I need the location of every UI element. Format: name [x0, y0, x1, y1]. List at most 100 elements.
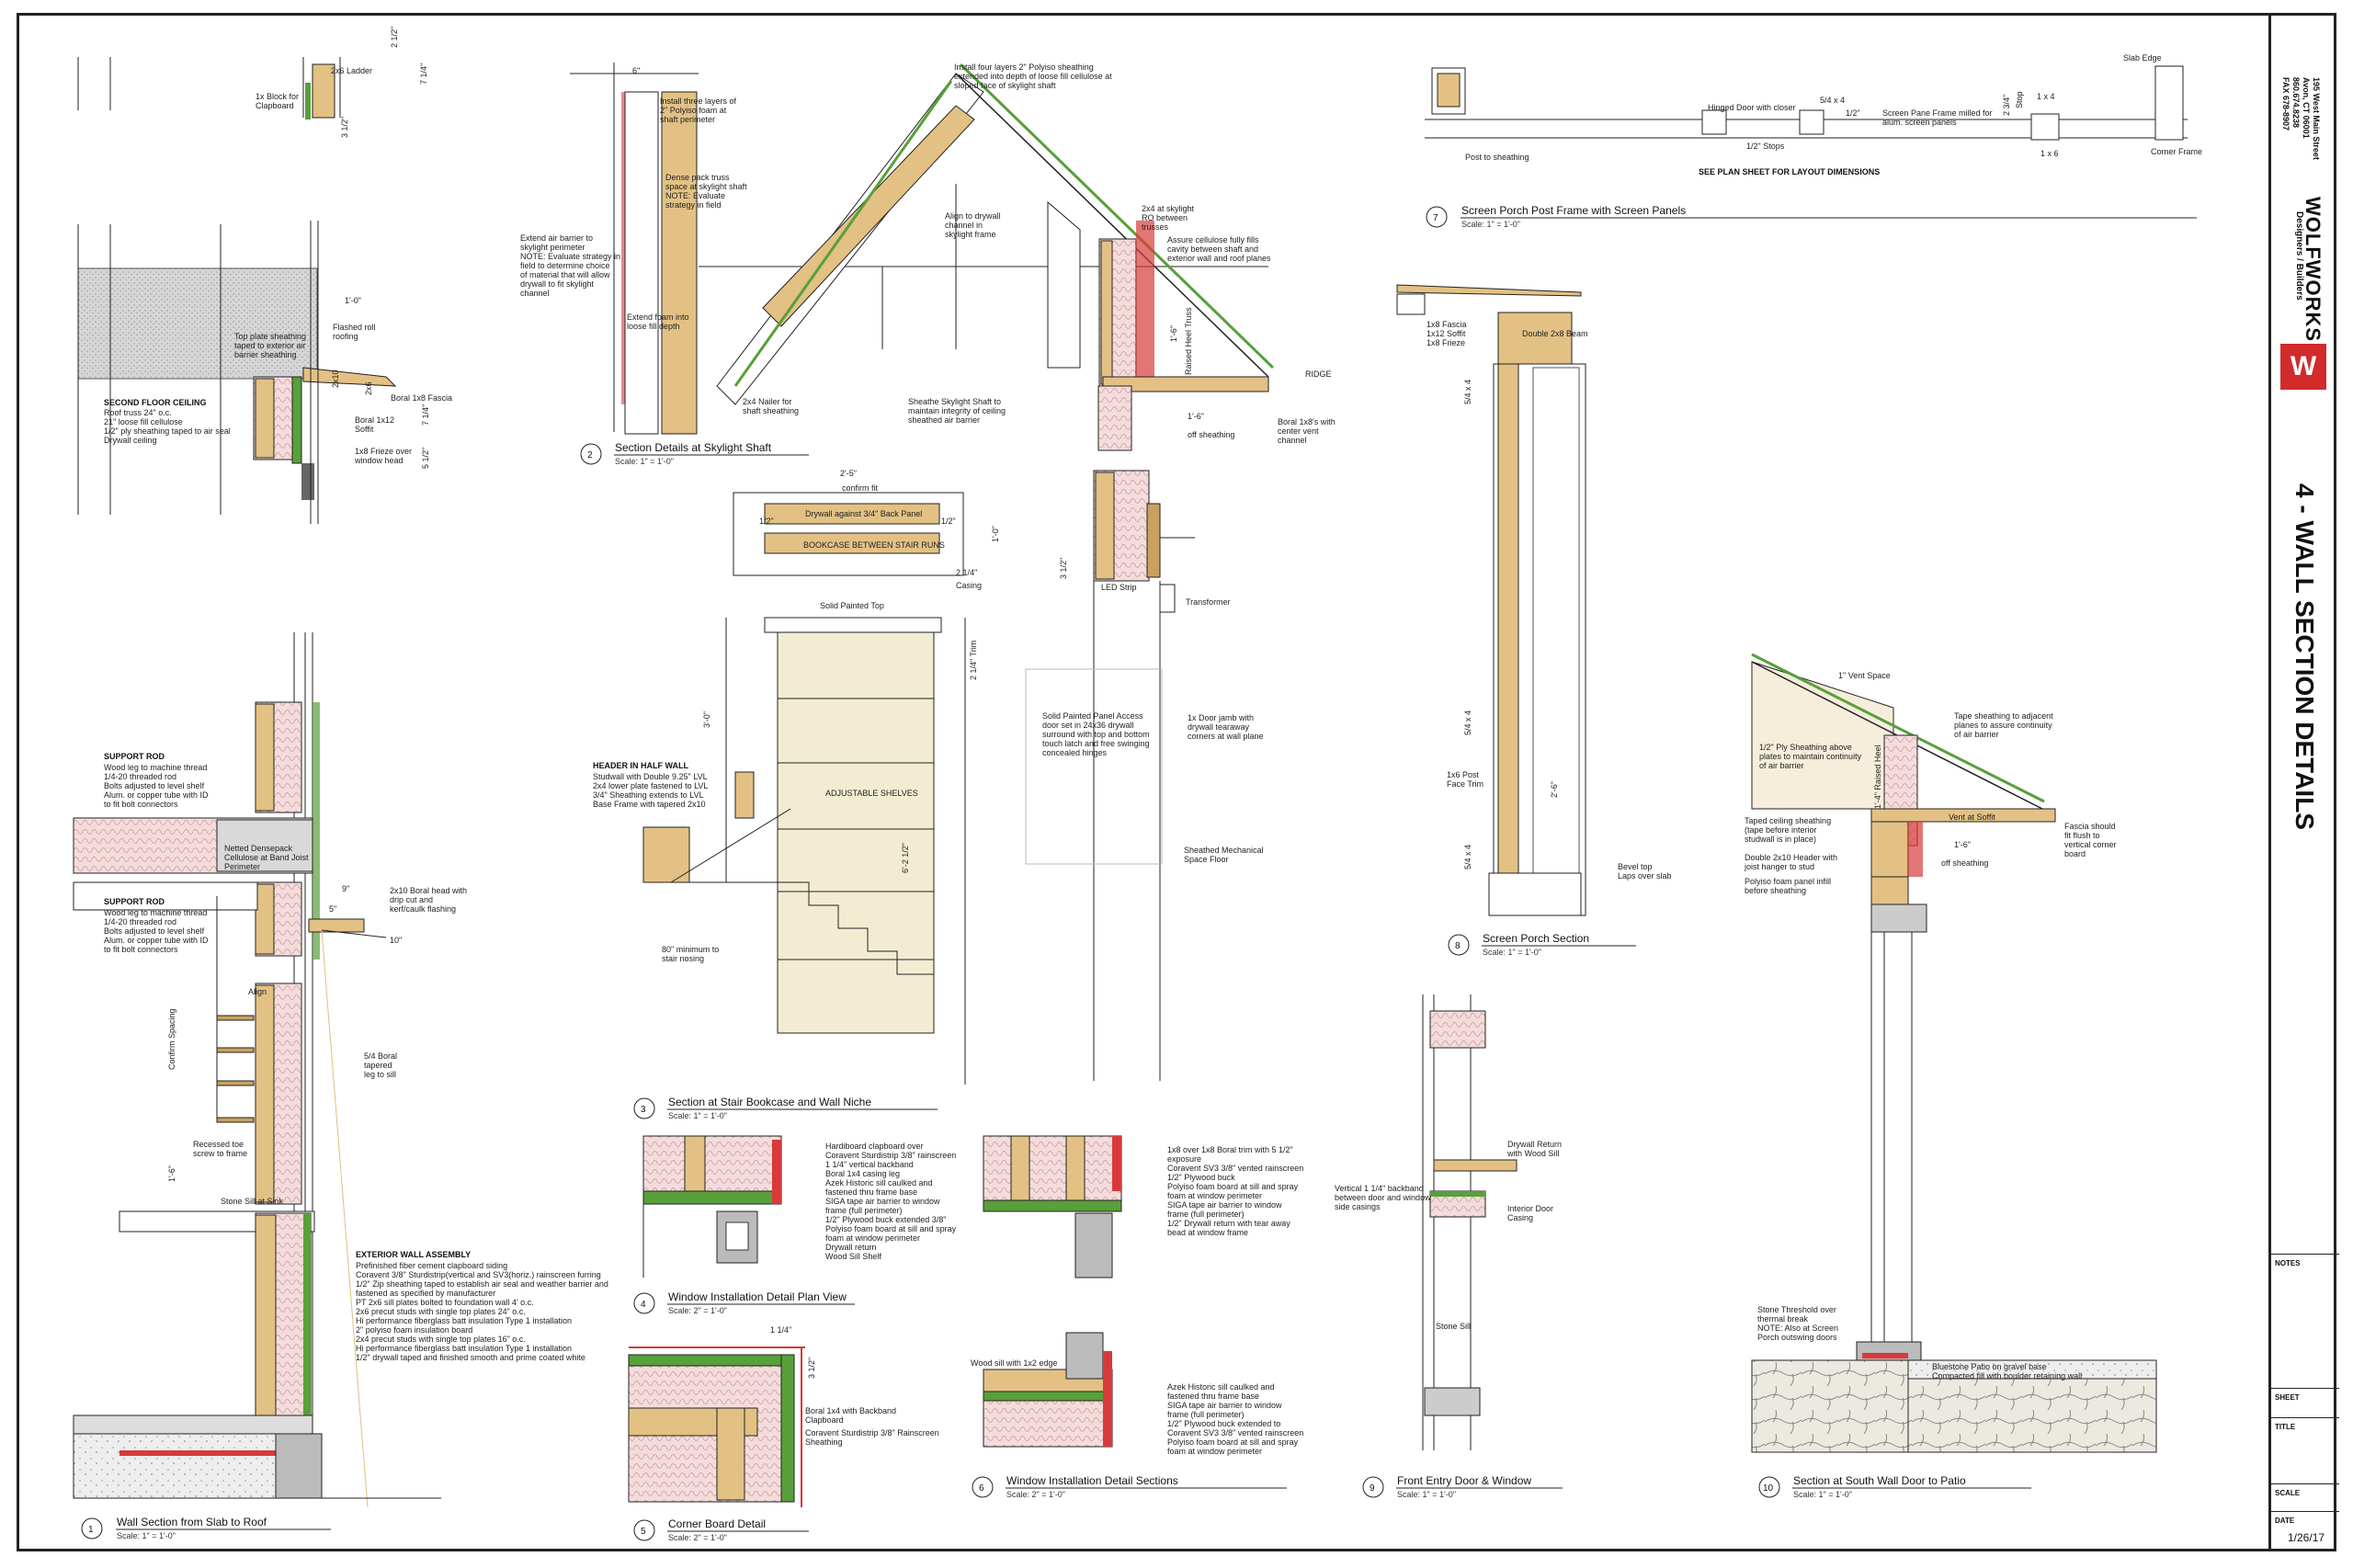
- ceiling-line-1: Roof truss 24" o.c.: [104, 408, 172, 417]
- detail-1-title: Wall Section from Slab to Roof: [117, 1516, 267, 1528]
- d10-ply-1: 1/2" Ply Sheathing above: [1759, 743, 1852, 752]
- detail-3-scale: Scale: 1" = 1'-0": [668, 1111, 727, 1120]
- note-boral-leg2: tapered: [364, 1061, 392, 1070]
- detail-6-scale: Scale: 2" = 1'-0": [1006, 1490, 1065, 1499]
- label-scale: SCALE: [2275, 1489, 2301, 1497]
- d2-raised-heel: Raised Heel Truss: [1184, 307, 1193, 375]
- ceiling-line-4: Drywall ceiling: [104, 436, 157, 445]
- d4-line-12: Drywall return: [825, 1243, 877, 1252]
- label-notes: NOTES: [2275, 1259, 2301, 1267]
- support-heading-2: SUPPORT ROD: [104, 897, 165, 906]
- d6-lower-line-3: SIGA tape air barrier to window: [1167, 1401, 1282, 1410]
- note-flashed: Flashed roll: [333, 323, 376, 332]
- d8-bevel-1: Bevel top: [1618, 862, 1653, 871]
- support2-line-4: Alum. or copper tube with ID: [104, 936, 209, 945]
- support2-line-1: Wood leg to machine thread: [104, 908, 207, 917]
- d10-fascia-2: fit flush to: [2064, 831, 2100, 840]
- detail-2-number: 2: [587, 450, 593, 460]
- ceiling-line-3: 1/2" ply sheathing taped to air seal: [104, 426, 231, 436]
- d7-stop: Stop: [2015, 91, 2024, 108]
- detail-5-title: Corner Board Detail: [668, 1517, 766, 1530]
- detail-9-scale: Scale: 1" = 1'-0": [1397, 1490, 1456, 1499]
- d2-sheathe-3: sheathed air barrier: [908, 415, 980, 425]
- d7-hinged: Hinged Door with closer: [1708, 103, 1796, 112]
- detail-7-drawing: Slab Edge Hinged Door with closer 5/4 x …: [1425, 53, 2202, 229]
- note-block: 1x Block for: [256, 92, 299, 101]
- support1-line-4: Alum. or copper tube with ID: [104, 790, 209, 800]
- d10-threshold-3: NOTE: Also at Screen: [1757, 1324, 1838, 1333]
- d5-line-1: Boral 1x4 with Backband: [805, 1406, 896, 1415]
- detail-2-scale: Scale: 1" = 1'-0": [615, 457, 674, 466]
- d2-assure-3: exterior wall and roof planes: [1167, 254, 1271, 263]
- d3-dim-214trim: 2 1/4" Trim: [969, 641, 978, 680]
- ext-wall-line-7: Hi performance fiberglass batt insulatio…: [356, 1316, 572, 1325]
- d4-line-9: 1/2" Plywood buck extended 3/8": [825, 1215, 946, 1224]
- d7-dim-234: 2 3/4": [2002, 95, 2011, 116]
- d10-fascia-3: vertical corner: [2064, 840, 2117, 849]
- d2-install-four-1: Install four layers 2" Polyiso sheathing: [954, 62, 1094, 72]
- d3-transformer: Transformer: [1186, 597, 1231, 607]
- d2-dense-2: space at skylight shaft: [665, 182, 747, 191]
- title-block: 195 West Main Street Avon, CT 06001 860.…: [2268, 13, 2339, 1551]
- d3-panel-3: surround with top and bottom: [1042, 730, 1150, 739]
- d9-vertical-1: Vertical 1 1/4" backband: [1335, 1184, 1424, 1193]
- d8-beam: Double 2x8 Beam: [1522, 329, 1588, 338]
- d3-jamb-2: drywall tearaway: [1188, 722, 1250, 732]
- detail-1-number: 1: [88, 1525, 94, 1535]
- d3-header-line-2: 2x4 lower plate fastened to LVL: [593, 781, 708, 790]
- d2-install-three-1: Install three layers of: [660, 97, 737, 106]
- detail-1-drawing: 2x6 Ladder 1x Block for Clapboard 2 1/2"…: [73, 27, 608, 1540]
- d2-off-sheath: off sheathing: [1188, 430, 1234, 439]
- sheet-date: 1/26/17: [2288, 1531, 2325, 1544]
- d2-boral-3: channel: [1278, 436, 1307, 445]
- support1-line-2: 1/4-20 threaded rod: [104, 772, 176, 781]
- d2-extend-air-5: of material that will allow: [520, 270, 610, 279]
- d10-dim-1-6: 1'-6": [1954, 840, 1971, 849]
- d2-dim-1-6b: 1'-6": [1188, 412, 1204, 421]
- note-header3: kerf/caulk flashing: [390, 904, 456, 914]
- d10-taped-3: studwall is in place): [1745, 835, 1816, 844]
- d6-lower-line-6: Coravent SV3 3/8" vented rainscreen: [1167, 1428, 1303, 1437]
- detail-8-title: Screen Porch Section: [1483, 932, 1589, 945]
- note-soffit2: Soffit: [355, 425, 374, 434]
- d2-align-1: Align to drywall: [945, 211, 1001, 221]
- d3-dim-half-1: 1/2": [759, 517, 774, 526]
- d4-line-2: Coravent Sturdistrip 3/8" rainscreen: [825, 1151, 956, 1160]
- detail-2-drawing: 6" Install three layers of 2" Polyiso fo…: [520, 62, 1336, 466]
- d6-upper-line-8: frame (full perimeter): [1167, 1210, 1245, 1219]
- d3-header-line-4: Base Frame with tapered 2x10: [593, 800, 706, 809]
- note-sill: Stone Sill at Sink: [221, 1197, 284, 1206]
- detail-10-number: 10: [1763, 1483, 1774, 1494]
- d2-extend-air-4: field to determine choice: [520, 261, 610, 270]
- detail-8-number: 8: [1455, 941, 1461, 951]
- d7-stops: 1/2" Stops: [1746, 142, 1785, 151]
- d4-line-11: foam at window perimeter: [825, 1233, 920, 1243]
- d8-dim-2-6: 2'-6": [1550, 781, 1559, 798]
- detail-9-number: 9: [1370, 1483, 1375, 1494]
- d3-bookcase: BOOKCASE BETWEEN STAIR RUNS: [803, 540, 945, 550]
- detail-4-scale: Scale: 2" = 1'-0": [668, 1306, 727, 1315]
- ext-wall-line-11: 1/2" drywall taped and finished smooth a…: [356, 1353, 585, 1362]
- d2-install-three-3: shaft perimeter: [660, 115, 715, 124]
- ext-wall-line-2: Coravent 3/8" Sturdistrip(vertical and S…: [356, 1270, 601, 1279]
- d2-sheathe-1: Sheathe Skylight Shaft to: [908, 397, 1001, 406]
- ext-wall-line-1: Prefinished fiber cement clapboard sidin…: [356, 1261, 507, 1270]
- detail-8-scale: Scale: 1" = 1'-0": [1483, 948, 1541, 957]
- d2-assure-1: Assure cellulose fully fills: [1167, 235, 1259, 244]
- d4-line-1: Hardiboard clapboard over: [825, 1142, 924, 1151]
- support1-line-1: Wood leg to machine thread: [104, 763, 207, 772]
- d7-see-plan: SEE PLAN SHEET FOR LAYOUT DIMENSIONS: [1699, 167, 1880, 176]
- ext-wall-line-6: 2x6 precut studs with single top plates …: [356, 1307, 526, 1316]
- d2-install-three-2: 2" Polyiso foam at: [660, 106, 727, 115]
- detail-8-drawing: 1x8 Fascia 1x12 Soffit 1x8 Frieze Double…: [1396, 284, 1672, 957]
- note-confirm: Confirm Spacing: [167, 1008, 176, 1070]
- d10-raised-heel: 1'-4" Raised Heel: [1873, 745, 1882, 809]
- note-ladder: 2x6 Ladder: [331, 66, 372, 75]
- d2-rough-1: 2x4 at skylight: [1142, 204, 1195, 213]
- detail-5-drawing: 1 1/4" 3 1/2" Boral 1x4 with Backband Cl…: [628, 1325, 939, 1542]
- dim-2x6: 2x6: [364, 381, 373, 395]
- d9-interior-1: Interior Door: [1507, 1204, 1553, 1213]
- d6-upper-line-9: 1/2" Drywall return with tear away: [1167, 1219, 1290, 1228]
- d3-header-line-1: Studwall with Double 9.25" LVL: [593, 772, 708, 781]
- sheet-border: [17, 13, 2336, 1551]
